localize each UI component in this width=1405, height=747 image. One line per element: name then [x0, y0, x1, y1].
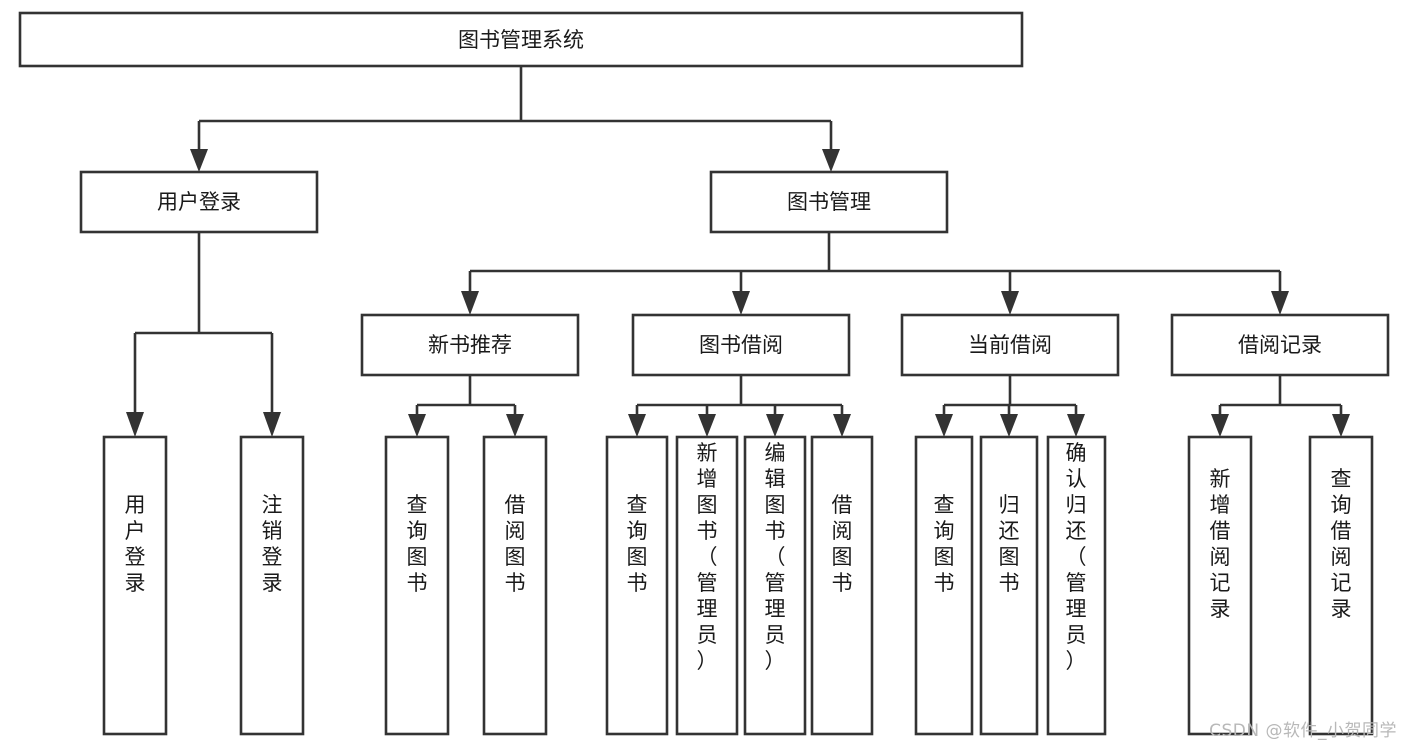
arrow-head-leaf-add-book	[698, 414, 716, 437]
leaf-node-return-book-label: 归还图书	[999, 493, 1020, 595]
leaf-node-user-logout-label: 注销登录	[262, 493, 283, 595]
leaf-node-query-book-1-box[interactable]	[384, 435, 450, 736]
node-book-borrow-box[interactable]	[631, 313, 851, 377]
leaf-node-add-book-label: 新增图书（管理员）	[697, 441, 718, 673]
leaf-node-user-logout-box[interactable]	[239, 435, 305, 736]
leaf-node-query-book-1-label: 查询图书	[407, 493, 428, 595]
leaf-node-query-book-1[interactable]: 查询图书	[384, 435, 450, 736]
leaf-node-borrow-book-1-box[interactable]	[482, 435, 548, 736]
leaf-node-user-login-label: 用户登录	[125, 493, 146, 595]
leaf-node-borrow-book-1[interactable]: 借阅图书	[482, 435, 548, 736]
node-current-borrow-label: 当前借阅	[968, 333, 1052, 357]
arrow-head-leaf-user-login	[126, 412, 144, 437]
leaf-node-confirm-return-label: 确认归还（管理员）	[1066, 441, 1087, 673]
node-root[interactable]: 图书管理系统	[18, 11, 1024, 68]
arrow-head-book-borrow	[732, 291, 750, 315]
node-book-manage-label: 图书管理	[787, 190, 871, 214]
node-borrow-record[interactable]: 借阅记录	[1170, 313, 1390, 377]
leaf-node-user-logout[interactable]: 注销登录	[239, 435, 305, 736]
leaf-node-query-book-3-box[interactable]	[914, 435, 974, 736]
node-new-book-recommend[interactable]: 新书推荐	[360, 313, 580, 377]
arrow-head-leaf-confirm-return	[1067, 414, 1085, 437]
leaf-layer: 用户登录 注销登录 查询图书 借阅图书 查询图书 新增图书（管理员）	[102, 435, 1374, 736]
leaf-node-add-record-label: 新增借阅记录	[1210, 467, 1231, 621]
arrow-head-leaf-query-record	[1332, 414, 1350, 437]
leaf-node-borrow-book-1-label: 借阅图书	[505, 493, 526, 595]
node-borrow-record-label: 借阅记录	[1238, 333, 1322, 357]
node-book-borrow-label: 图书借阅	[699, 333, 783, 357]
arrow-head-leaf-borrow-book-2	[833, 414, 851, 437]
leaf-node-add-record-box[interactable]	[1187, 435, 1253, 736]
node-user-login[interactable]: 用户登录	[79, 170, 319, 234]
node-user-login-label: 用户登录	[157, 190, 241, 214]
connector-layer	[126, 66, 1350, 437]
leaf-node-query-record-box[interactable]	[1308, 435, 1374, 736]
leaf-node-add-book[interactable]: 新增图书（管理员）	[675, 435, 739, 736]
leaf-node-query-record[interactable]: 查询借阅记录	[1308, 435, 1374, 736]
leaf-node-edit-book-box[interactable]	[743, 435, 807, 736]
arrow-head-leaf-query-book-1	[408, 414, 426, 437]
arrow-head-leaf-return-book	[1000, 414, 1018, 437]
leaf-node-query-book-2-box[interactable]	[605, 435, 669, 736]
node-book-manage-box[interactable]	[709, 170, 949, 234]
arrow-head-leaf-query-book-3	[935, 414, 953, 437]
leaf-node-confirm-return[interactable]: 确认归还（管理员）	[1046, 435, 1107, 736]
node-root-label: 图书管理系统	[458, 28, 584, 52]
leaf-node-borrow-book-2-label: 借阅图书	[832, 493, 853, 595]
leaf-node-query-record-label: 查询借阅记录	[1331, 467, 1352, 621]
leaf-node-query-book-3[interactable]: 查询图书	[914, 435, 974, 736]
leaf-node-user-login[interactable]: 用户登录	[102, 435, 168, 736]
arrow-head-book-manage	[822, 149, 840, 172]
leaf-node-user-login-box[interactable]	[102, 435, 168, 736]
arrow-head-leaf-edit-book	[766, 414, 784, 437]
arrow-head-user-login	[190, 149, 208, 172]
arrow-head-new-book-recommend	[461, 291, 479, 315]
node-book-borrow[interactable]: 图书借阅	[631, 313, 851, 377]
node-new-book-recommend-box[interactable]	[360, 313, 580, 377]
leaf-node-edit-book-label: 编辑图书（管理员）	[765, 441, 786, 673]
csdn-watermark: CSDN @软件_小贺同学	[1209, 721, 1397, 741]
arrow-head-leaf-borrow-book-1	[506, 414, 524, 437]
leaf-node-query-book-2[interactable]: 查询图书	[605, 435, 669, 736]
node-borrow-record-box[interactable]	[1170, 313, 1390, 377]
leaf-node-borrow-book-2-box[interactable]	[810, 435, 874, 736]
node-user-login-box[interactable]	[79, 170, 319, 234]
node-new-book-recommend-label: 新书推荐	[428, 333, 512, 357]
leaf-node-confirm-return-box[interactable]	[1046, 435, 1107, 736]
leaf-node-return-book[interactable]: 归还图书	[979, 435, 1039, 736]
node-current-borrow-box[interactable]	[900, 313, 1120, 377]
leaf-node-return-book-box[interactable]	[979, 435, 1039, 736]
leaf-node-borrow-book-2[interactable]: 借阅图书	[810, 435, 874, 736]
leaf-node-add-book-box[interactable]	[675, 435, 739, 736]
arrow-head-leaf-query-book-2	[628, 414, 646, 437]
leaf-node-query-book-2-label: 查询图书	[627, 493, 648, 595]
node-book-manage[interactable]: 图书管理	[709, 170, 949, 234]
arrow-head-current-borrow	[1001, 291, 1019, 315]
leaf-node-query-book-3-label: 查询图书	[934, 493, 955, 595]
node-root-box[interactable]	[18, 11, 1024, 68]
arrow-head-borrow-record	[1271, 291, 1289, 315]
leaf-node-edit-book[interactable]: 编辑图书（管理员）	[743, 435, 807, 736]
arrow-head-leaf-add-record	[1211, 414, 1229, 437]
leaf-node-add-record[interactable]: 新增借阅记录	[1187, 435, 1253, 736]
arrow-head-leaf-user-logout	[263, 412, 281, 437]
node-current-borrow[interactable]: 当前借阅	[900, 313, 1120, 377]
